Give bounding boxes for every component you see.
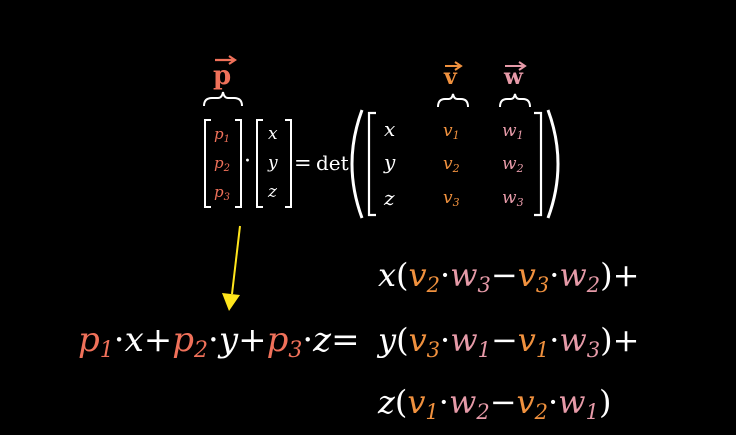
p-brace-icon	[203, 91, 243, 107]
p-vector-letter: p	[213, 61, 231, 91]
z-entry: z	[267, 182, 278, 202]
p-left-bracket-icon	[204, 119, 211, 208]
p2-entry: p2	[214, 154, 230, 174]
x-entry: x	[268, 124, 278, 144]
lhs-expansion: p1·x+p2·y+p3·z=	[78, 320, 360, 363]
v2-entry: v2	[443, 154, 460, 175]
w3-entry: w3	[502, 188, 524, 209]
det-right-bracket-icon	[534, 111, 543, 217]
w-vector-label: w	[499, 61, 531, 108]
xyz-right-bracket-icon	[285, 119, 292, 208]
w1-entry: w1	[502, 121, 524, 142]
xyz-column-matrix: x y z	[256, 119, 292, 208]
p-column-matrix: p1 p2 p3	[204, 119, 242, 208]
equals-sign: =	[294, 151, 312, 175]
dot-operator: ·	[244, 149, 251, 174]
det-right-paren-icon	[546, 109, 560, 219]
v-vector-letter: v	[443, 64, 458, 90]
w-vector-arrow-icon	[505, 61, 527, 71]
v1-entry: v1	[443, 121, 460, 142]
w-vector-letter: w	[503, 64, 524, 90]
det-x-entry: x	[384, 117, 395, 141]
expansion-row-x: x(v2·w3−v3·w2)+	[378, 256, 639, 297]
determinant-matrix: x y z v1 v2 v3 w1 w2 w3	[350, 109, 560, 219]
v-vector-arrow-icon	[445, 61, 463, 71]
p-vector-arrow-icon	[215, 55, 237, 65]
yellow-down-arrow-icon	[222, 225, 241, 311]
det-left-bracket-icon	[367, 111, 376, 217]
expansion-row-z: z(v1·w2−v2·w1)	[377, 383, 611, 424]
p-vector-label: p	[203, 55, 243, 107]
p3-entry: p3	[214, 183, 230, 203]
p-right-bracket-icon	[235, 119, 242, 208]
v-vector-label: v	[437, 61, 469, 108]
det-left-paren-icon	[350, 109, 364, 219]
v-brace-icon	[437, 93, 469, 108]
xyz-left-bracket-icon	[256, 119, 263, 208]
y-entry: y	[267, 153, 278, 173]
det-label: det	[316, 151, 349, 175]
w2-entry: w2	[502, 154, 524, 175]
w-brace-icon	[499, 93, 531, 108]
v3-entry: v3	[443, 188, 460, 209]
p1-entry: p1	[214, 125, 230, 145]
det-z-entry: z	[383, 186, 395, 210]
expansion-row-y: y(v3·w1−v1·w3)+	[376, 321, 639, 362]
det-y-entry: y	[383, 150, 396, 174]
